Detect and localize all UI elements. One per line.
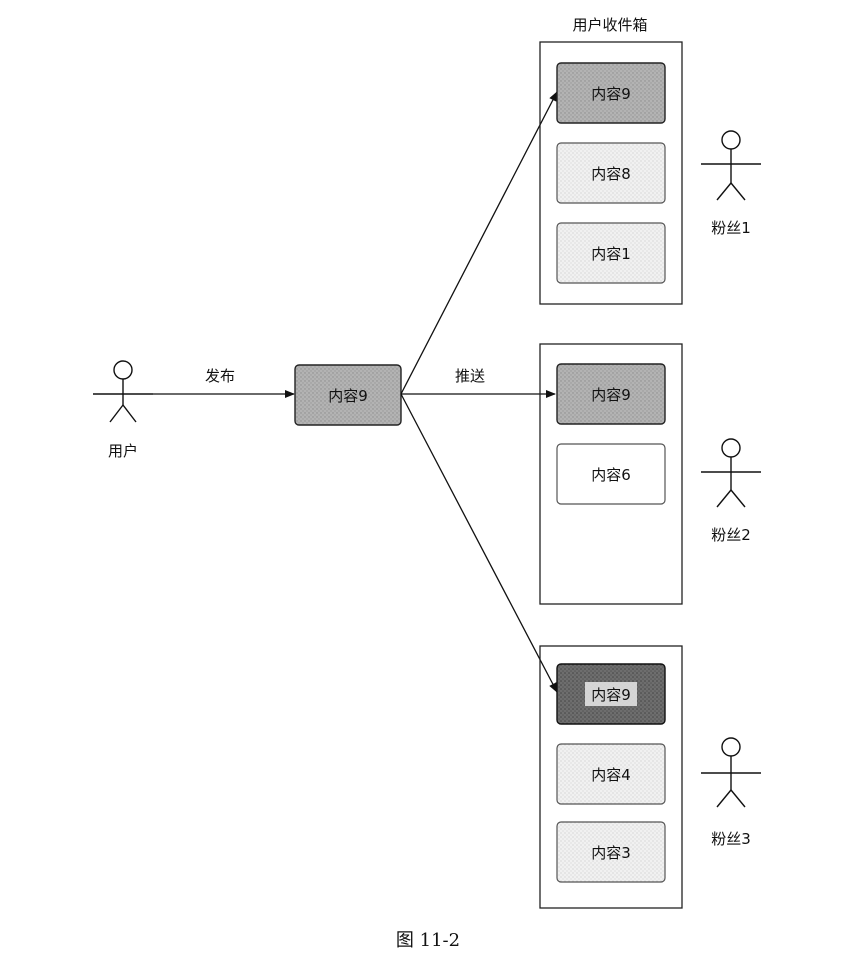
inbox-1-item-1-label: 内容9	[591, 85, 631, 103]
published-content-box: 内容9	[294, 364, 402, 426]
inbox-2-item-2: 内容6	[556, 443, 666, 505]
inbox-2-item-1: 内容9	[556, 363, 666, 425]
push-arrow-1	[400, 91, 558, 395]
inbox-1-item-2: 内容8	[556, 142, 666, 204]
figure-caption: 图 11-2	[396, 930, 460, 951]
inbox-1: 内容9 内容8 内容1	[539, 41, 683, 305]
follower-3-head-icon	[721, 737, 741, 757]
follower-3-label: 粉丝3	[711, 830, 751, 848]
follower-1-label: 粉丝1	[711, 219, 751, 237]
inbox-2-item-2-label: 内容6	[591, 466, 631, 484]
inbox-1-item-2-label: 内容8	[591, 165, 631, 183]
inbox-title: 用户收件箱	[572, 16, 647, 34]
inbox-3: 内容9 内容4 内容3	[539, 645, 683, 909]
inbox-1-item-3: 内容1	[556, 222, 666, 284]
push-arrow-3	[400, 393, 558, 693]
inbox-3-item-3: 内容3	[556, 821, 666, 883]
follower-1-head-icon	[721, 130, 741, 150]
user-label: 用户	[108, 442, 138, 460]
push-label: 推送	[455, 367, 485, 385]
inbox-3-item-1: 内容9	[556, 663, 666, 725]
follower-2-stick-figure	[701, 438, 761, 508]
follower-2-label: 粉丝2	[711, 526, 751, 544]
inbox-1-item-1: 内容9	[556, 62, 666, 124]
publish-label: 发布	[205, 367, 235, 385]
inbox-3-item-3-label: 内容3	[591, 844, 631, 862]
inbox-1-item-3-label: 内容1	[591, 245, 631, 263]
user-head-icon	[113, 360, 133, 380]
user-stick-figure	[93, 360, 153, 423]
inbox-2-item-1-label: 内容9	[591, 386, 631, 404]
inbox-3-item-2-label: 内容4	[591, 766, 631, 784]
inbox-3-item-1-label: 内容9	[591, 686, 631, 704]
inbox-3-item-2: 内容4	[556, 743, 666, 805]
follower-1-stick-figure	[701, 130, 761, 201]
follower-2-head-icon	[721, 438, 741, 458]
published-content-label: 内容9	[328, 387, 368, 405]
follower-3-stick-figure	[701, 737, 761, 808]
inbox-2: 内容9 内容6	[539, 343, 683, 605]
